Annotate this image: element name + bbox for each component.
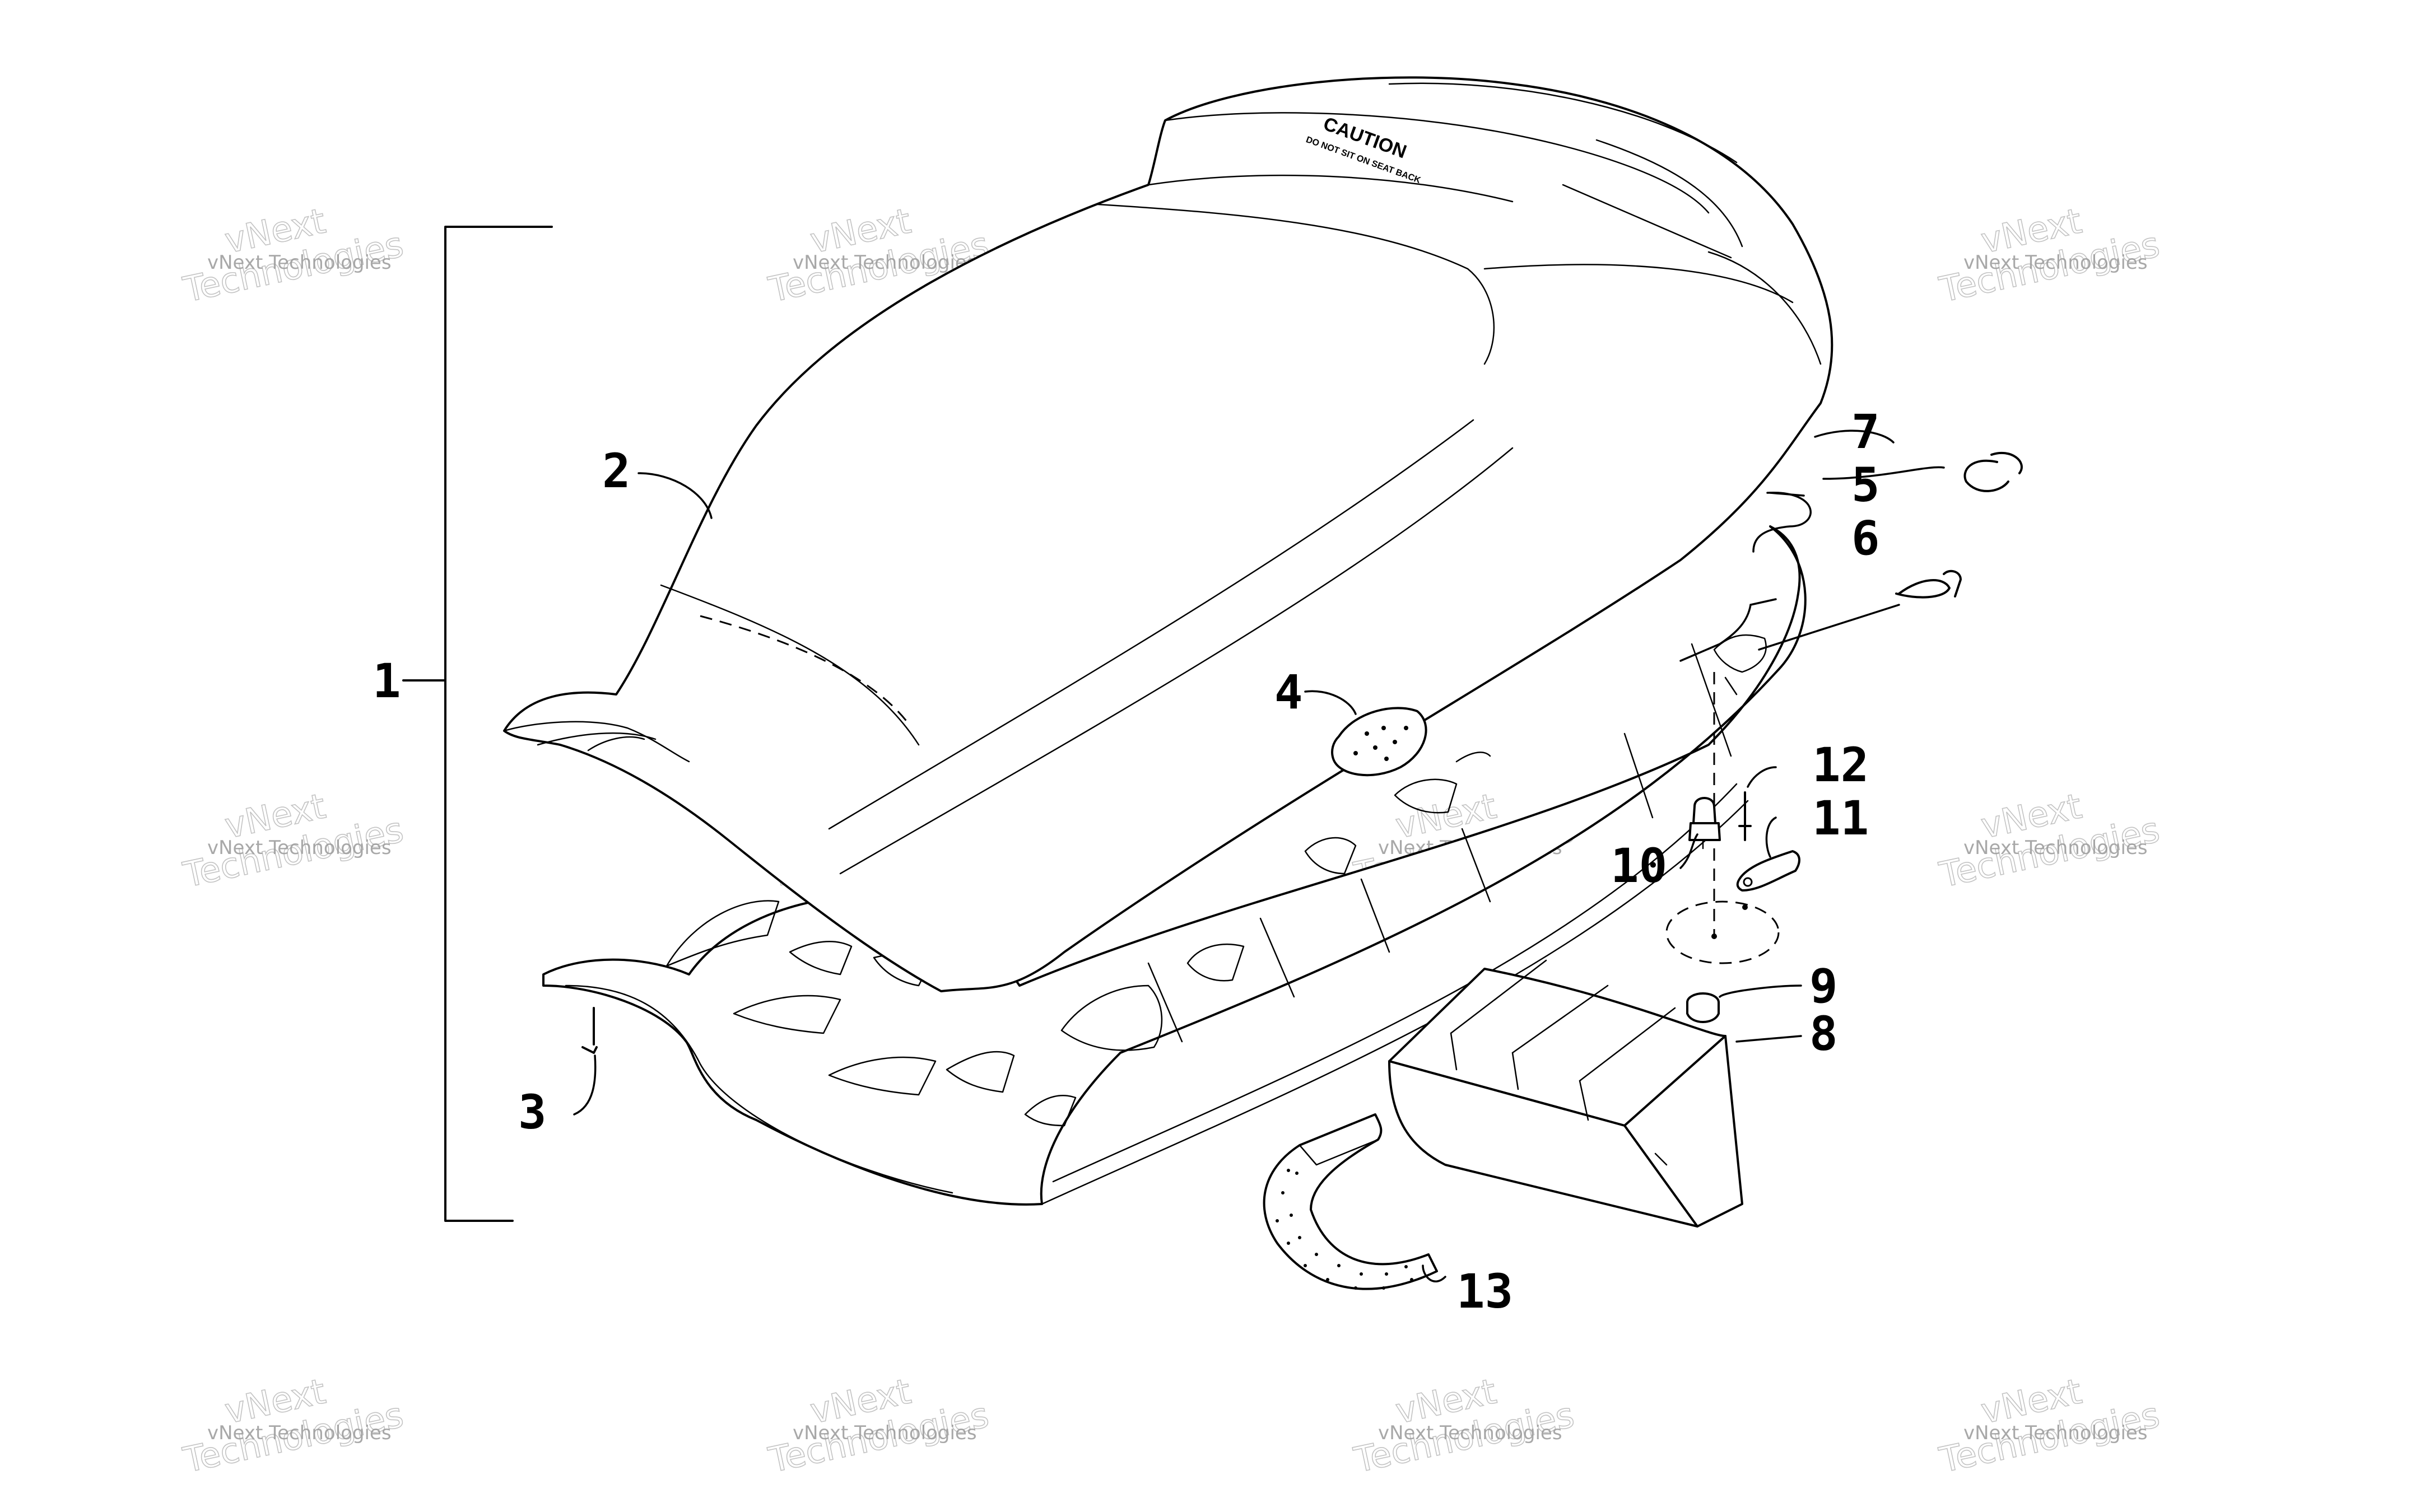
adhesive-pad (1331, 707, 1427, 777)
watermark: vNext Technologies vNext Technologies (179, 785, 407, 896)
callout-10: 10 (1611, 838, 1667, 893)
watermark: vNext Technologies vNext Technologies (1935, 785, 2163, 896)
watermark: vNext Technologies vNext Technologies (179, 1370, 407, 1481)
svg-text:vNext Technologies: vNext Technologies (207, 251, 392, 274)
callout-13: 13 (1456, 1264, 1513, 1319)
callout-1: 1 (373, 654, 401, 708)
watermark: vNext Technologies vNext Technologies (765, 1370, 993, 1481)
svg-text:vNext Technologies: vNext Technologies (1963, 1422, 2148, 1444)
hook-wire (1895, 570, 1962, 599)
ring-clip (1963, 451, 2023, 492)
watermark: vNext Technologies vNext Technologies (1350, 1370, 1578, 1481)
seat-cushion: CAUTION DO NOT SIT ON SEAT BACK (503, 76, 1833, 992)
mounting-area (1665, 672, 1780, 964)
leader-lines (573, 430, 1945, 1282)
watermark: vNext Technologies vNext Technologies (1935, 1370, 2163, 1481)
svg-text:vNext Technologies: vNext Technologies (1378, 1422, 1562, 1444)
callout-6: 6 (1851, 511, 1880, 566)
grommet (1686, 992, 1720, 1023)
callout-labels: 1 2 3 4 5 6 7 8 9 10 11 12 13 (373, 404, 1880, 1319)
assembly-bracket (402, 226, 553, 1222)
svg-text:vNext Technologies: vNext Technologies (207, 1422, 392, 1444)
callout-8: 8 (1809, 1006, 1838, 1061)
callout-4: 4 (1274, 665, 1303, 720)
callout-9: 9 (1809, 959, 1838, 1014)
watermark: vNext Technologies vNext Technologies (1935, 200, 2163, 311)
callout-2: 2 (602, 444, 631, 498)
latch-clip (1736, 850, 1800, 892)
seat-base-pan (542, 525, 1807, 1206)
svg-text:vNext Technologies: vNext Technologies (1963, 837, 2148, 859)
callout-12: 12 (1812, 738, 1869, 792)
svg-text:vNext Technologies: vNext Technologies (793, 251, 977, 274)
callout-3: 3 (518, 1085, 547, 1140)
foam-block (1388, 959, 1743, 1228)
watermark: vNext Technologies vNext Technologies (179, 200, 407, 311)
screw (1738, 791, 1752, 841)
svg-text:vNext Technologies: vNext Technologies (207, 837, 392, 859)
callout-7: 7 (1851, 404, 1880, 459)
velcro-strap (1263, 1113, 1438, 1290)
callout-11: 11 (1812, 791, 1869, 846)
svg-text:vNext Technologies: vNext Technologies (793, 1422, 977, 1444)
svg-text:vNext Technologies: vNext Technologies (1963, 251, 2148, 274)
callout-5: 5 (1851, 458, 1880, 512)
tab-clip (581, 1007, 598, 1054)
